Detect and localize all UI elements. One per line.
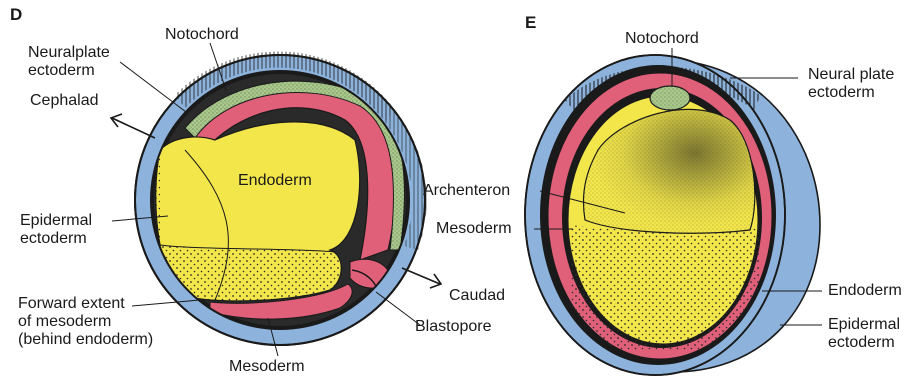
e-archenteron-label: Archenteron <box>423 182 510 200</box>
d-notochord-label: Notochord <box>165 26 239 44</box>
d-blastopore-label: Blastopore <box>415 318 492 336</box>
e-endoderm-label: Endoderm <box>828 282 902 300</box>
e-neural-plate-label: Neural plate ectoderm <box>808 66 894 102</box>
d-caudad-label: Caudad <box>449 287 505 305</box>
embryo-e <box>525 55 820 375</box>
panel-e-letter: E <box>525 14 536 32</box>
panel-d-letter: D <box>10 6 22 24</box>
d-neural-plate-label: Neuralplate ectoderm <box>28 44 110 80</box>
d-epidermal-label: Epidermal ectoderm <box>20 212 92 248</box>
embryo-d <box>135 51 427 345</box>
d-forward-extent-label: Forward extent of mesoderm (behind endod… <box>18 295 153 349</box>
e-notochord-label: Notochord <box>625 30 699 48</box>
cephalad-arrow <box>111 114 155 138</box>
e-mesoderm-label: Mesoderm <box>436 220 512 238</box>
e-epidermal-label: Epidermal ectoderm <box>828 316 900 352</box>
d-mesoderm-label: Mesoderm <box>229 358 305 376</box>
d-endoderm-label: Endoderm <box>238 172 312 190</box>
d-cephalad-label: Cephalad <box>30 92 99 110</box>
caudad-arrow <box>402 268 441 288</box>
